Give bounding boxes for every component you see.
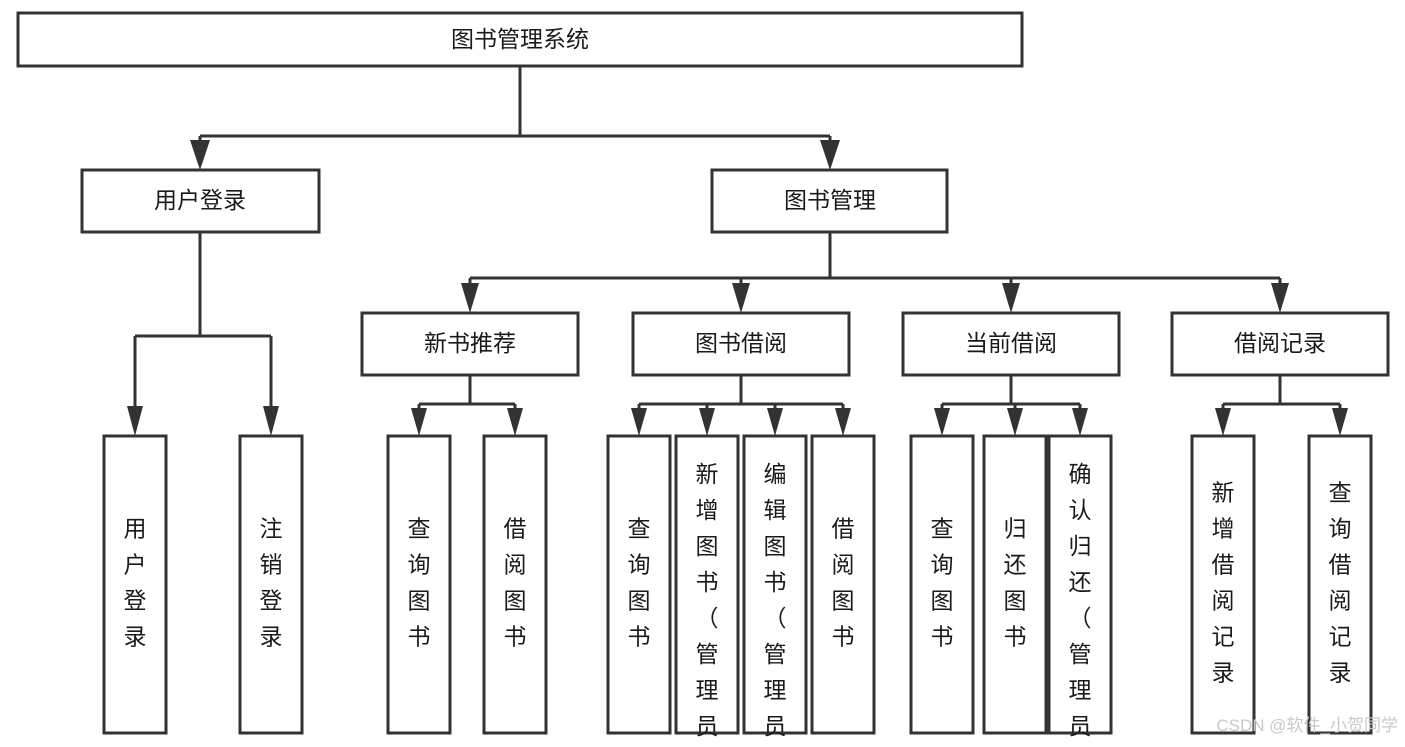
node-leaf-query-book-rec-box[interactable]	[386, 434, 452, 735]
node-leaf-add-record-label: 新增借阅记录	[1212, 480, 1235, 686]
arrowhead-leaf-query-book-cur	[934, 408, 950, 436]
node-user-login-box[interactable]	[80, 168, 321, 234]
node-leaf-borrow-book-label: 借阅图书	[832, 516, 855, 650]
arrowhead-leaf-query-book-rec	[411, 408, 427, 436]
node-leaf-user-login[interactable]: 用户登录	[102, 434, 168, 735]
node-new-book-rec-label: 新书推荐	[424, 330, 516, 356]
node-leaf-query-book-cur[interactable]: 查询图书	[909, 434, 975, 735]
node-leaf-query-record-box[interactable]	[1307, 434, 1373, 735]
node-leaf-edit-book-label: 编辑图书（管理员）	[764, 461, 787, 747]
node-current-borrow-label: 当前借阅	[965, 330, 1057, 356]
arrowhead-leaf-return-book	[1007, 408, 1023, 436]
node-new-book-rec-box[interactable]	[360, 311, 580, 377]
arrowhead-leaf-add-book	[699, 408, 715, 436]
node-user-login[interactable]: 用户登录	[80, 168, 321, 234]
arrowhead-borrow-record	[1271, 283, 1289, 313]
node-leaf-add-book[interactable]: 新增图书（管理员）	[674, 434, 740, 747]
node-leaf-borrow-book[interactable]: 借阅图书	[810, 434, 876, 735]
connector-layer	[127, 66, 1348, 436]
node-leaf-query-book-borrow-label: 查询图书	[628, 516, 651, 650]
arrowhead-current-borrow	[1002, 283, 1020, 313]
node-leaf-query-book-borrow[interactable]: 查询图书	[606, 434, 672, 735]
node-leaf-borrow-book-rec-label: 借阅图书	[504, 516, 527, 650]
node-leaf-return-book-box[interactable]	[982, 434, 1048, 735]
node-leaf-borrow-book-box[interactable]	[810, 434, 876, 735]
node-borrow-record-box[interactable]	[1170, 311, 1390, 377]
node-leaf-borrow-book-rec[interactable]: 借阅图书	[482, 434, 548, 735]
arrowhead-leaf-borrow-book	[835, 408, 851, 436]
node-book-manage-box[interactable]	[710, 168, 949, 234]
arrowhead-leaf-query-record	[1332, 408, 1348, 436]
arrowhead-leaf-user-login	[127, 406, 143, 436]
arrowhead-leaf-add-record	[1215, 408, 1231, 436]
node-leaf-borrow-book-rec-box[interactable]	[482, 434, 548, 735]
arrowhead-user-login	[190, 140, 210, 170]
node-leaf-confirm-return-label: 确认归还（管理员）	[1069, 461, 1092, 747]
node-leaf-user-login-label: 用户登录	[124, 516, 147, 650]
arrowhead-book-manage	[820, 140, 840, 170]
node-leaf-query-book-cur-box[interactable]	[909, 434, 975, 735]
node-borrow-record[interactable]: 借阅记录	[1170, 311, 1390, 377]
arrowhead-leaf-confirm-return	[1072, 408, 1088, 436]
node-book-borrow-label: 图书借阅	[695, 330, 787, 356]
arrowhead-leaf-user-logout	[263, 406, 279, 436]
node-leaf-confirm-return-box[interactable]	[1047, 434, 1113, 735]
csdn-watermark: CSDN @软件_小贺同学	[1216, 716, 1398, 735]
node-book-manage[interactable]: 图书管理	[710, 168, 949, 234]
node-leaf-add-book-box[interactable]	[674, 434, 740, 735]
node-leaf-return-book-label: 归还图书	[1004, 516, 1027, 650]
node-book-manage-label: 图书管理	[784, 187, 876, 213]
node-leaf-add-record-box[interactable]	[1190, 434, 1256, 735]
node-leaf-user-logout-box[interactable]	[238, 434, 304, 735]
node-leaf-edit-book-box[interactable]	[742, 434, 808, 735]
node-root-label: 图书管理系统	[451, 26, 589, 52]
node-leaf-user-logout[interactable]: 注销登录	[238, 434, 304, 735]
node-leaf-query-book-rec[interactable]: 查询图书	[386, 434, 452, 735]
arrowhead-leaf-query-book-borrow	[631, 408, 647, 436]
node-new-book-rec[interactable]: 新书推荐	[360, 311, 580, 377]
node-current-borrow-box[interactable]	[901, 311, 1121, 377]
node-leaf-user-logout-label: 注销登录	[260, 516, 283, 650]
node-borrow-record-label: 借阅记录	[1234, 330, 1326, 356]
arrowhead-new-book-rec	[461, 283, 479, 313]
node-leaf-edit-book[interactable]: 编辑图书（管理员）	[742, 434, 808, 747]
leaf-layer: 用户登录 注销登录 查询图书 借阅图书 查询图书 新增图书（管理员） 编辑图书（…	[102, 434, 1373, 747]
node-leaf-add-book-label: 新增图书（管理员）	[696, 461, 719, 747]
node-root[interactable]: 图书管理系统	[16, 11, 1024, 68]
node-leaf-query-book-borrow-box[interactable]	[606, 434, 672, 735]
node-leaf-confirm-return[interactable]: 确认归还（管理员）	[1047, 434, 1113, 747]
arrowhead-leaf-borrow-book-rec	[507, 408, 523, 436]
node-book-borrow[interactable]: 图书借阅	[631, 311, 851, 377]
arrowhead-book-borrow	[732, 283, 750, 313]
node-leaf-user-login-box[interactable]	[102, 434, 168, 735]
node-user-login-label: 用户登录	[154, 187, 246, 213]
node-leaf-query-book-cur-label: 查询图书	[931, 516, 954, 650]
node-current-borrow[interactable]: 当前借阅	[901, 311, 1121, 377]
node-leaf-query-record[interactable]: 查询借阅记录	[1307, 434, 1373, 735]
node-leaf-query-record-label: 查询借阅记录	[1329, 480, 1352, 686]
node-book-borrow-box[interactable]	[631, 311, 851, 377]
node-leaf-query-book-rec-label: 查询图书	[408, 516, 431, 650]
node-leaf-return-book[interactable]: 归还图书	[982, 434, 1048, 735]
arrowhead-leaf-edit-book	[767, 408, 783, 436]
node-root-box[interactable]	[16, 11, 1024, 68]
node-leaf-add-record[interactable]: 新增借阅记录	[1190, 434, 1256, 735]
